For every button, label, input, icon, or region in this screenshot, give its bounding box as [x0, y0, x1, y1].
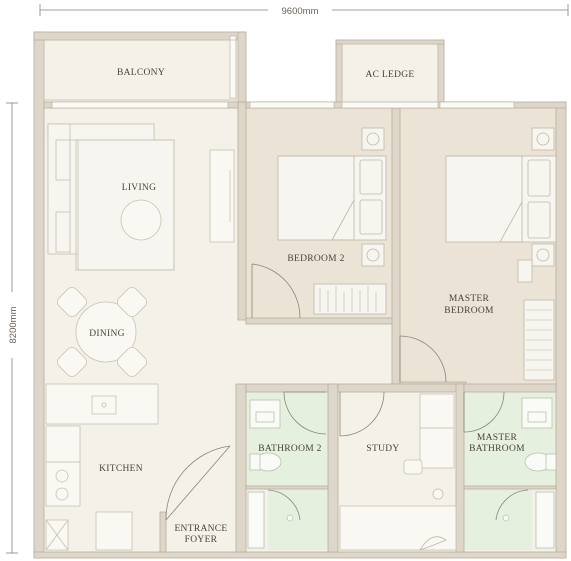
living-rug [75, 139, 175, 271]
entrance-label-line2: FOYER [185, 535, 218, 545]
bathroom2-fixtures [247, 399, 294, 549]
entrance-label-line1: ENTRANCE [174, 524, 227, 534]
master-bathroom-label-line2: BATHROOM [469, 444, 525, 454]
dining-set [57, 287, 147, 377]
kitchen-fixtures [45, 383, 159, 551]
master-bathroom-label-line1: MASTER [477, 433, 518, 443]
walls [33, 31, 567, 559]
master-wardrobe-hatch [526, 309, 552, 371]
master-bedroom-furniture [445, 127, 557, 381]
master-bedroom-label-line2: BEDROOM [444, 306, 494, 316]
height-dimension [6, 102, 18, 554]
master-bathroom-fixtures [502, 397, 557, 549]
kitchen-label: KITCHEN [99, 464, 143, 474]
bedroom2-label: BEDROOM 2 [287, 254, 344, 264]
doors [165, 263, 529, 521]
windows [51, 35, 515, 109]
living-sofa [47, 123, 175, 271]
bedroom2-wardrobe-hatch [319, 286, 377, 312]
bedroom2-furniture [277, 127, 387, 315]
ac-ledge-label: AC LEDGE [365, 70, 414, 80]
coffee-table [120, 199, 162, 241]
ac-ledge-outline [341, 43, 439, 103]
width-dimension-label: 9600mm [282, 6, 319, 17]
height-dimension-label: 8200mm [8, 306, 19, 343]
study-furniture [339, 393, 457, 551]
study-label: STUDY [366, 444, 399, 454]
dining-label: DINING [89, 329, 125, 339]
bathroom2-label: BATHROOM 2 [258, 444, 321, 454]
width-dimension [39, 4, 569, 16]
balcony-outline [43, 39, 237, 101]
living-label: LIVING [122, 183, 157, 193]
balcony-label: BALCONY [117, 68, 165, 78]
study-plant [419, 536, 447, 551]
master-bedroom-label-line1: MASTER [449, 294, 490, 304]
